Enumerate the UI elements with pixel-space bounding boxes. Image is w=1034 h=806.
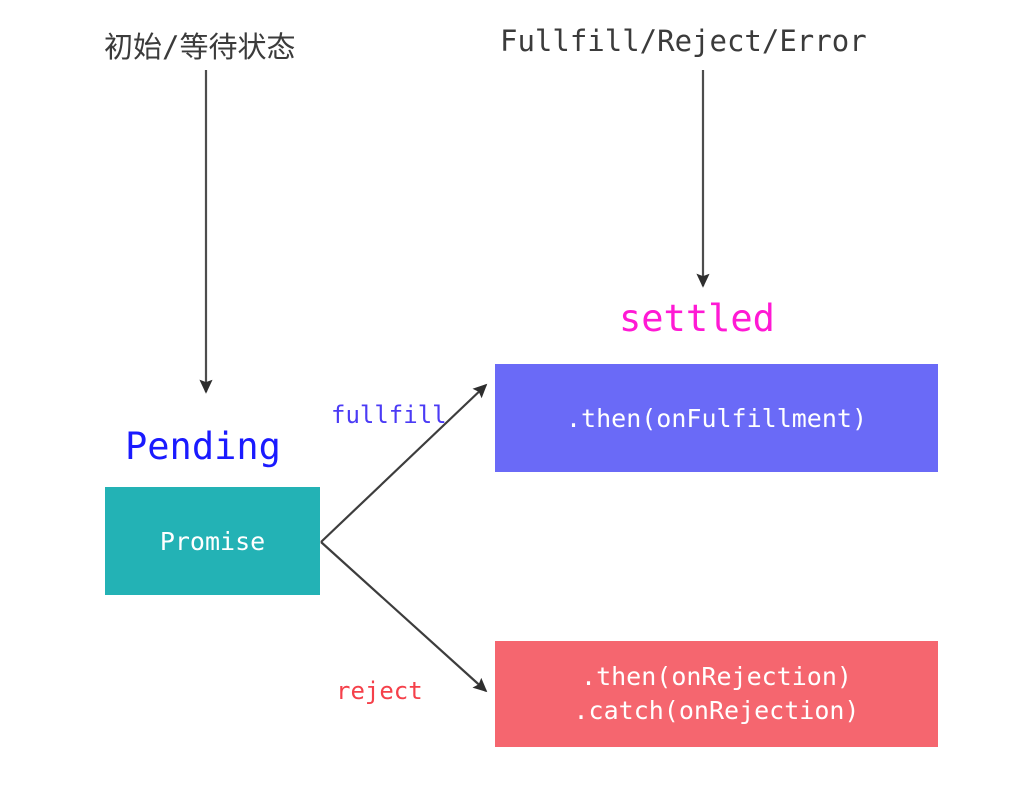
state-label-pending: Pending (125, 425, 281, 468)
node-rejected-label: .then(onRejection) .catch(onRejection) (573, 662, 860, 725)
node-fulfilled-handler: .then(onFulfillment) (495, 364, 938, 472)
edge-label-fullfill: fullfill (331, 401, 447, 429)
node-fulfilled-label: .then(onFulfillment) (565, 403, 868, 433)
state-label-settled: settled (619, 297, 775, 340)
arrow-promise-to-rejected (320, 541, 488, 693)
node-promise: Promise (105, 487, 320, 595)
caption-initial-state: 初始/等待状态 (104, 30, 296, 64)
node-promise-label: Promise (159, 526, 266, 556)
node-rejected-handler: .then(onRejection) .catch(onRejection) (495, 641, 938, 747)
caption-settle-state: Fullfill/Reject/Error (500, 24, 867, 58)
edge-label-reject: reject (336, 677, 423, 705)
